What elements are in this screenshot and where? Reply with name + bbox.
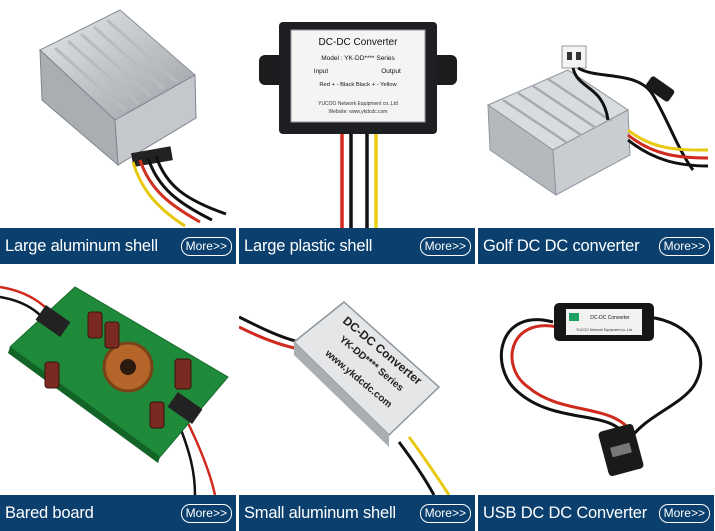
product-photo-small-aluminum[interactable]: DC-DC Converter YK-DD**** Series www.ykd… xyxy=(239,267,475,495)
usb-converter-image: DC-DC Converter YUCOO Network Equipment … xyxy=(499,303,703,476)
product-label: Small aluminum shell xyxy=(244,503,396,522)
product-label: Golf DC DC converter xyxy=(483,236,640,255)
product-photo-usb[interactable]: DC-DC Converter YUCOO Network Equipment … xyxy=(478,267,714,495)
product-photo-bared-board[interactable] xyxy=(0,267,236,495)
more-button[interactable]: More>> xyxy=(180,503,232,523)
caption-bar: Large plastic shell More>> xyxy=(239,228,475,264)
golf-converter-image xyxy=(486,45,709,196)
aluminum-converter-image xyxy=(39,9,227,228)
product-card-small-aluminum[interactable]: DC-DC Converter YK-DD**** Series www.ykd… xyxy=(239,267,475,531)
more-button[interactable]: More>> xyxy=(419,236,471,256)
caption-bar: Small aluminum shell More>> xyxy=(239,495,475,531)
product-card-usb[interactable]: DC-DC Converter YUCOO Network Equipment … xyxy=(478,267,714,531)
more-button[interactable]: More>> xyxy=(180,236,232,256)
bare-board-image xyxy=(0,285,229,495)
more-button[interactable]: More>> xyxy=(658,236,710,256)
more-button[interactable]: More>> xyxy=(419,503,471,523)
plastic-company-text: YUCOO Network Equipment co.,Ltd xyxy=(318,101,398,107)
product-label: Bared board xyxy=(5,503,94,522)
more-button[interactable]: More>> xyxy=(658,503,710,523)
caption-bar: Bared board More>> xyxy=(0,495,236,531)
product-photo-large-plastic[interactable]: DC-DC Converter Model : YK-DD**** Series… xyxy=(239,0,475,228)
plastic-model-text: Model : YK-DD**** Series xyxy=(321,55,395,62)
product-card-bared-board[interactable]: Bared board More>> xyxy=(0,267,236,531)
product-label: Large aluminum shell xyxy=(5,236,158,255)
usb-title-text: DC-DC Converter xyxy=(590,315,630,321)
usb-company-text: YUCOO Network Equipment co.,Ltd xyxy=(576,328,632,332)
plastic-website-text: Website: www.ykdcdc.com xyxy=(328,109,387,115)
product-photo-golf[interactable] xyxy=(478,0,714,228)
plastic-input-text: Input xyxy=(314,68,329,75)
product-card-large-plastic[interactable]: DC-DC Converter Model : YK-DD**** Series… xyxy=(239,0,475,264)
caption-bar: Large aluminum shell More>> xyxy=(0,228,236,264)
plastic-converter-image: DC-DC Converter Model : YK-DD**** Series… xyxy=(259,22,457,228)
plastic-output-text: Output xyxy=(381,68,401,75)
caption-bar: USB DC DC Converter More>> xyxy=(478,495,714,531)
product-card-golf[interactable]: Golf DC DC converter More>> xyxy=(478,0,714,264)
caption-bar: Golf DC DC converter More>> xyxy=(478,228,714,264)
product-label: USB DC DC Converter xyxy=(483,503,647,522)
product-label: Large plastic shell xyxy=(244,236,373,255)
small-aluminum-image: DC-DC Converter YK-DD**** Series www.ykd… xyxy=(239,301,451,495)
plastic-title-text: DC-DC Converter xyxy=(319,37,399,48)
product-card-large-aluminum[interactable]: Large aluminum shell More>> xyxy=(0,0,236,264)
plastic-wires-text: Red + - Black Black + - Yellow xyxy=(319,82,397,88)
product-photo-large-aluminum[interactable] xyxy=(0,0,236,228)
